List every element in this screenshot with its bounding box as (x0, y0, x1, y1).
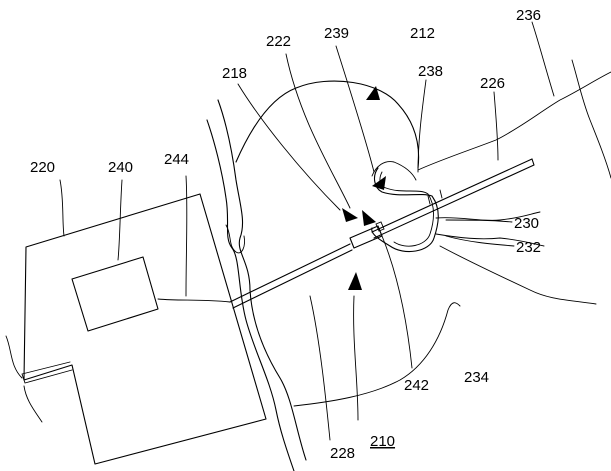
equipment-block (71, 256, 159, 332)
left-ground-line (5, 335, 43, 423)
label-212: 212 (410, 25, 435, 42)
arrowhead-239 (372, 176, 386, 190)
label-218: 218 (222, 65, 247, 82)
contour-right-lower (435, 211, 541, 221)
creek-bank-right (217, 99, 307, 461)
label-240: 240 (108, 159, 133, 176)
label-244: 244 (164, 151, 189, 168)
contour-right-lower2 (435, 233, 545, 247)
well-pad-top (371, 161, 417, 181)
label-242: 242 (404, 377, 429, 394)
arrowhead-222 (362, 210, 376, 226)
label-234: 234 (464, 369, 489, 386)
label-239: 239 (324, 25, 349, 42)
pipeline-joint (427, 189, 443, 205)
figure-number: 210 (370, 433, 395, 450)
creek-bank-left (206, 119, 295, 471)
leader-lines (59, 21, 555, 441)
label-228: 228 (330, 445, 355, 462)
valve-box (375, 221, 385, 232)
arrowhead-212 (366, 86, 380, 100)
equipment-line (157, 298, 231, 303)
contour-far-right (571, 59, 611, 179)
contour-234 (439, 245, 597, 305)
label-232: 232 (516, 239, 541, 256)
label-238: 238 (418, 63, 443, 80)
label-230: 230 (514, 215, 539, 232)
left-pipe-stub (21, 361, 73, 384)
arrowhead-210 (348, 272, 362, 290)
label-220: 220 (30, 159, 55, 176)
arrowhead-218 (342, 208, 358, 222)
pipeline-right (371, 158, 535, 239)
label-222: 222 (266, 33, 291, 50)
well-pad-inner (379, 171, 434, 247)
label-226: 226 (480, 75, 505, 92)
label-236: 236 (516, 7, 541, 24)
contour-upper-right (417, 71, 611, 171)
boundary-curve (235, 80, 420, 169)
creek-bank-inner (225, 224, 245, 254)
contour-lower (293, 302, 461, 407)
